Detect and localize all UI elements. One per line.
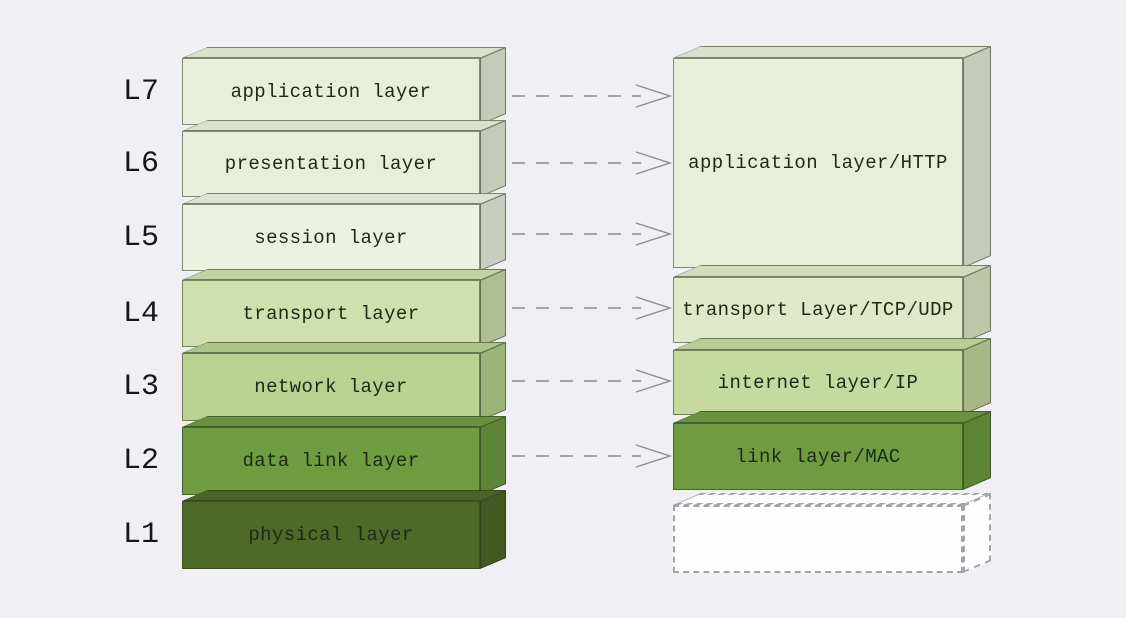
osi-layer-label: session layer: [254, 226, 408, 249]
osi-layer-label: presentation layer: [224, 153, 438, 175]
box-side-face: [480, 415, 506, 495]
osi-layer-number-l6: L6: [122, 147, 159, 181]
osi-box-session: session layer: [182, 192, 506, 271]
tcpip-layer-label: application layer/HTTP: [688, 152, 948, 174]
osi-box-transport: transport layer: [182, 268, 506, 347]
box-side-face: [480, 268, 506, 347]
dashed-arrow-icon: [512, 222, 673, 246]
osi-layer-number-l2: L2: [122, 444, 159, 478]
box-front-face: application layer: [182, 58, 480, 125]
box-top-face: [182, 47, 506, 58]
dashed-arrow-icon: [512, 296, 673, 320]
osi-box-physical: physical layer: [182, 489, 506, 569]
osi-layer-label: application layer: [230, 80, 432, 103]
box-side-face: [480, 489, 506, 569]
box-front-face: application layer/HTTP: [673, 58, 963, 268]
dashed-arrow-icon: [512, 369, 673, 393]
box-side-face: [963, 45, 991, 269]
box-top-face: [182, 269, 506, 280]
box-top-face: [673, 411, 991, 423]
dashed-arrow-icon: [512, 151, 673, 175]
box-front-face: transport Layer/TCP/UDP: [673, 277, 963, 343]
osi-box-data-link: data link layer: [182, 415, 506, 495]
tcpip-box-link: link layer/MAC: [673, 410, 991, 490]
osi-layer-label: data link layer: [242, 450, 420, 472]
box-top-face: [182, 120, 506, 131]
box-top-face: [673, 46, 991, 58]
osi-box-presentation: presentation layer: [182, 119, 506, 197]
box-front-face: physical layer: [182, 501, 480, 569]
box-top-face: [673, 493, 991, 505]
box-front-face: presentation layer: [182, 131, 480, 197]
box-side-face: [963, 492, 991, 573]
box-side-face: [480, 192, 506, 271]
tcpip-layer-label: internet layer/IP: [717, 371, 919, 394]
box-side-face: [480, 119, 506, 197]
tcpip-layer-label: transport Layer/TCP/UDP: [682, 299, 954, 321]
tcpip-box-empty-dashed: [673, 492, 991, 573]
tcpip-box-transport: transport Layer/TCP/UDP: [673, 264, 991, 343]
osi-box-application: application layer: [182, 46, 506, 125]
osi-box-network: network layer: [182, 341, 506, 421]
tcpip-box-application: application layer/HTTP: [673, 45, 991, 269]
osi-layer-number-l1: L1: [122, 518, 159, 552]
box-side-face: [480, 341, 506, 421]
osi-layer-label: network layer: [254, 376, 408, 398]
osi-layer-number-l5: L5: [122, 220, 159, 255]
box-top-face: [673, 338, 991, 350]
box-side-face: [963, 264, 991, 343]
box-top-face: [182, 416, 506, 427]
dashed-arrow-icon: [512, 84, 673, 108]
box-front-face: transport layer: [182, 280, 480, 347]
osi-layer-label: physical layer: [248, 524, 414, 546]
box-front-face: network layer: [182, 353, 480, 421]
osi-layer-label: transport layer: [242, 302, 420, 325]
box-front-face: [673, 505, 963, 573]
osi-layer-number-l7: L7: [122, 74, 159, 109]
box-top-face: [673, 265, 991, 277]
dashed-arrow-icon: [512, 444, 673, 468]
box-front-face: session layer: [182, 204, 480, 271]
box-front-face: link layer/MAC: [673, 423, 963, 490]
osi-layer-number-l3: L3: [122, 370, 159, 404]
box-side-face: [963, 410, 991, 490]
box-top-face: [182, 342, 506, 353]
box-front-face: data link layer: [182, 427, 480, 495]
box-side-face: [480, 46, 506, 125]
tcpip-box-internet: internet layer/IP: [673, 337, 991, 415]
box-top-face: [182, 490, 506, 501]
tcpip-layer-label: link layer/MAC: [735, 445, 901, 468]
box-top-face: [182, 193, 506, 204]
osi-layer-number-l4: L4: [122, 296, 159, 331]
box-side-face: [963, 337, 991, 415]
box-front-face: internet layer/IP: [673, 350, 963, 415]
